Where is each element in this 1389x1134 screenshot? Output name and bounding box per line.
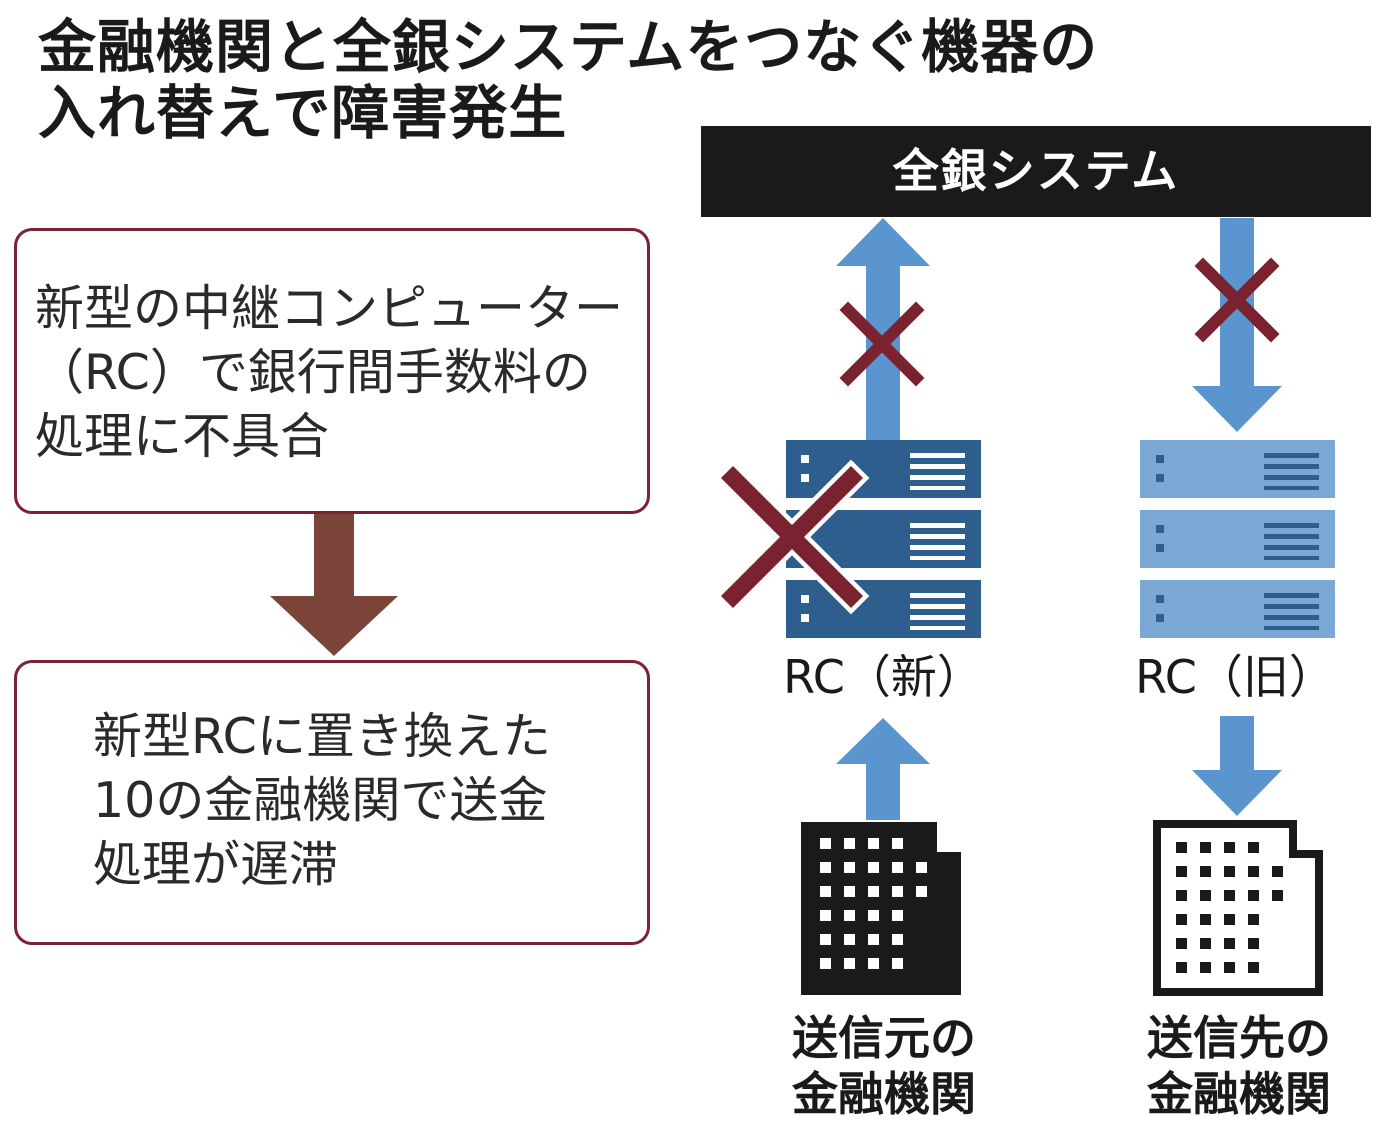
building-window [820, 934, 831, 945]
building-window [1176, 866, 1187, 877]
sender-bank-building-icon [801, 822, 961, 995]
rc-new-server-icon [786, 440, 981, 638]
building-window [1224, 914, 1235, 925]
building-window [1272, 866, 1283, 877]
building-window [844, 886, 855, 897]
building-window [1248, 842, 1259, 853]
sender-bank-label-line-1: 送信元の [792, 1011, 976, 1065]
building-window [1224, 842, 1235, 853]
cause-line-1: 新型の中継コンピューター [35, 280, 624, 337]
building-window [844, 910, 855, 921]
flow-down-arrow-icon [270, 514, 398, 656]
building-window [892, 910, 903, 921]
building-window [1176, 914, 1187, 925]
building-window [1176, 962, 1187, 973]
building-window [820, 958, 831, 969]
building-window [892, 958, 903, 969]
rc-old-label: RC（旧） [1135, 650, 1335, 704]
receiver-bank-label: 送信先の 金融機関 [1116, 1010, 1362, 1122]
server-unit [1140, 510, 1335, 568]
title-line-2: 入れ替えで障害発生 [38, 79, 568, 147]
building-window [868, 958, 879, 969]
blocked-cross-icon [839, 301, 925, 387]
building-window [1200, 866, 1211, 877]
building-window [868, 838, 879, 849]
sender-to-rc-new-arrow-icon [836, 718, 930, 820]
receiver-bank-label-line-2: 金融機関 [1147, 1067, 1331, 1121]
zengin-system-bar: 全銀システム [701, 126, 1371, 217]
building-window [1248, 914, 1259, 925]
building-window [844, 934, 855, 945]
cause-box: 新型の中継コンピューター （RC）で銀行間手数料の 処理に不具合 [14, 228, 650, 514]
rc-new-label: RC（新） [783, 650, 983, 704]
server-unit [1140, 440, 1335, 498]
building-window [1200, 914, 1211, 925]
building-window [820, 910, 831, 921]
cause-line-3: 処理に不具合 [35, 408, 330, 465]
building-window [1176, 938, 1187, 949]
building-window [1200, 938, 1211, 949]
building-window [868, 934, 879, 945]
building-window [1272, 890, 1283, 901]
building-window [1248, 890, 1259, 901]
building-window [892, 886, 903, 897]
failure-cross-icon [714, 459, 870, 615]
building-window [892, 934, 903, 945]
server-unit [1140, 580, 1335, 638]
receiver-bank-building-icon [1153, 820, 1323, 996]
building-window [844, 958, 855, 969]
building-window [868, 862, 879, 873]
building-window [916, 862, 927, 873]
effect-box: 新型RCに置き換えた 10の金融機関で送金 処理が遅滞 [14, 660, 650, 945]
blocked-cross-icon [1194, 257, 1280, 343]
building-window [868, 910, 879, 921]
building-window [892, 862, 903, 873]
building-window [1224, 962, 1235, 973]
receiver-bank-label-line-1: 送信先の [1147, 1011, 1331, 1065]
rc-old-server-icon [1140, 440, 1335, 638]
building-window [1224, 938, 1235, 949]
effect-line-3: 処理が遅滞 [93, 836, 339, 893]
building-window [844, 838, 855, 849]
rc-new-to-zengin-arrow-icon [836, 218, 930, 440]
cause-line-2: （RC）で銀行間手数料の [35, 344, 591, 401]
building-window [1248, 962, 1259, 973]
sender-bank-label-line-2: 金融機関 [792, 1067, 976, 1121]
effect-line-1: 新型RCに置き換えた [93, 708, 551, 765]
building-window [1176, 842, 1187, 853]
server-unit [786, 440, 981, 498]
building-window [1248, 866, 1259, 877]
building-window [1200, 962, 1211, 973]
building-window [1200, 842, 1211, 853]
title-line-1: 金融機関と全銀システムをつなぐ機器の [38, 13, 1099, 81]
effect-line-2: 10の金融機関で送金 [93, 772, 548, 829]
rc-old-to-receiver-arrow-icon [1192, 716, 1282, 816]
building-window [820, 886, 831, 897]
building-window [1248, 938, 1259, 949]
building-window [844, 862, 855, 873]
building-window [1224, 866, 1235, 877]
building-window [1176, 890, 1187, 901]
building-window [820, 862, 831, 873]
page-title: 金融機関と全銀システムをつなぐ機器の 入れ替えで障害発生 [38, 14, 1098, 146]
building-window [1224, 890, 1235, 901]
building-window [892, 838, 903, 849]
building-window [820, 838, 831, 849]
sender-bank-label: 送信元の 金融機関 [764, 1010, 1004, 1122]
server-unit [786, 580, 981, 638]
building-window [868, 886, 879, 897]
building-window [1200, 890, 1211, 901]
building-window [916, 886, 927, 897]
